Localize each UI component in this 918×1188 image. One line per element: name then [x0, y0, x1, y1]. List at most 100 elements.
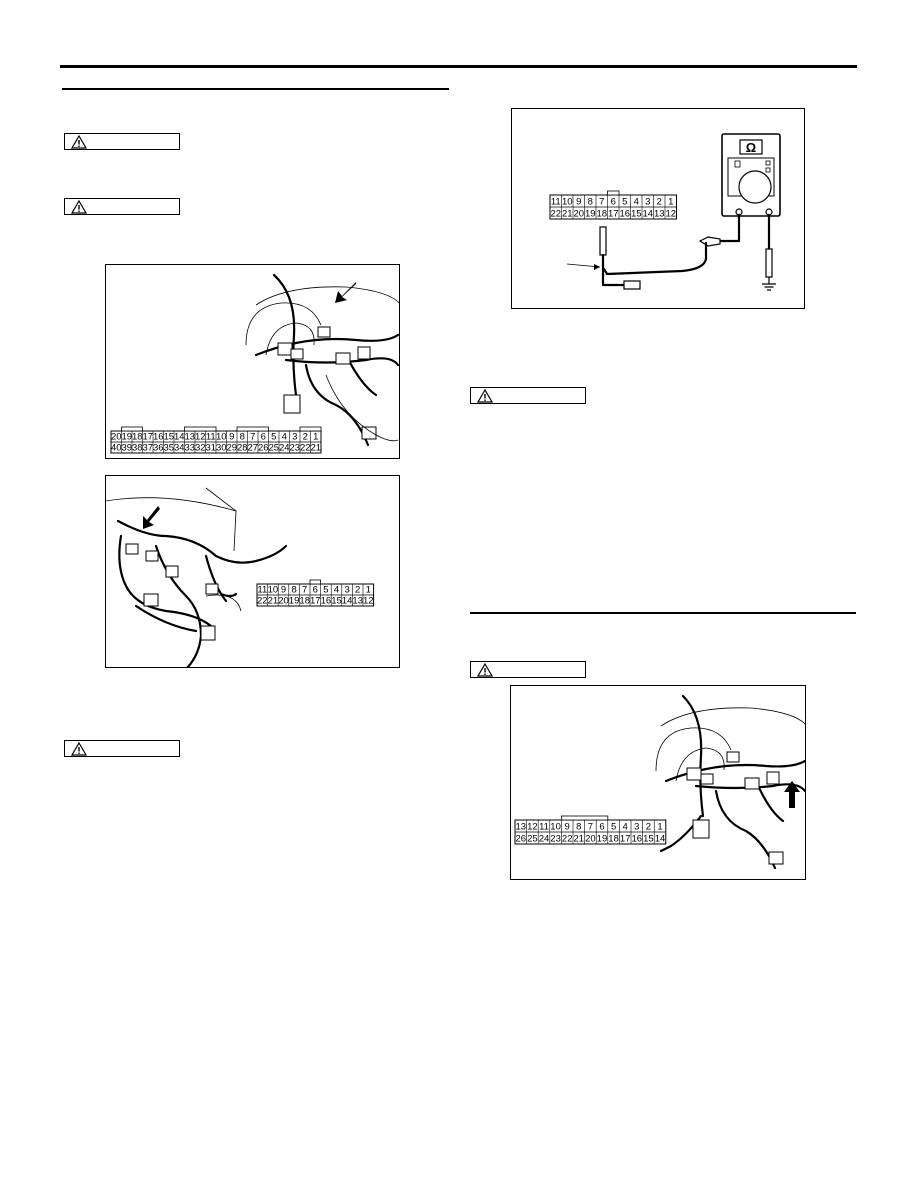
pin-number: 24: [279, 443, 290, 454]
pin-number: 10: [562, 197, 573, 208]
pin-number: 12: [665, 209, 676, 220]
connector-lock-tab: [236, 426, 269, 432]
pin-number: 1: [366, 585, 371, 596]
pin-number: 30: [216, 443, 227, 454]
pin-number: 2: [303, 432, 308, 443]
pointer-arrow-icon: [143, 506, 160, 529]
pin-number: 22: [257, 596, 268, 607]
pin-number: 2: [646, 822, 651, 833]
connector-lock-tab: [309, 579, 322, 585]
pin-number: 29: [226, 443, 237, 454]
pin-number: 21: [562, 209, 573, 220]
caution-box-5: [470, 661, 586, 678]
pin-number: 37: [142, 443, 153, 454]
pin-number: 20: [278, 596, 289, 607]
connector-lock-tab: [184, 426, 217, 432]
pin-number: 31: [205, 443, 216, 454]
pin-number: 7: [302, 585, 307, 596]
pin-number: 7: [588, 822, 593, 833]
pin-number: 17: [310, 596, 321, 607]
caution-box-1: [64, 133, 180, 150]
pin-number: 14: [342, 596, 353, 607]
pin-number: 27: [247, 443, 258, 454]
ohm-symbol: Ω: [746, 140, 756, 155]
pin-number: 15: [643, 834, 654, 845]
pin-number: 5: [611, 822, 616, 833]
pin-number: 12: [195, 432, 206, 443]
pin-number: 8: [588, 197, 593, 208]
pin-number: 28: [237, 443, 248, 454]
pin-number: 34: [174, 443, 185, 454]
pin-number: 4: [623, 822, 628, 833]
pin-number: 21: [310, 443, 321, 454]
pin-number: 19: [289, 596, 300, 607]
pin-number: 6: [313, 585, 318, 596]
pin-number: 32: [195, 443, 206, 454]
pin-number: 4: [634, 197, 639, 208]
pin-number: 23: [550, 834, 561, 845]
pin-number: 14: [642, 209, 653, 220]
pin-number: 26: [516, 834, 527, 845]
pin-number: 2: [355, 585, 360, 596]
pin-number: 6: [261, 432, 266, 443]
warning-triangle-icon: [477, 663, 493, 677]
harness-drawing-3: 1326122511241023922821720619518417316215…: [514, 694, 805, 870]
warning-triangle-icon: [71, 135, 87, 149]
pin-number: 40: [111, 443, 122, 454]
pin-number: 5: [622, 197, 627, 208]
pin-number: 19: [597, 834, 608, 845]
pin-number: 8: [576, 822, 581, 833]
caution-box-3: [64, 740, 180, 757]
warning-triangle-icon: [71, 742, 87, 756]
pin-number: 35: [163, 443, 174, 454]
pin-number: 20: [573, 209, 584, 220]
pin-number: 26: [258, 443, 269, 454]
pin-number: 1: [668, 197, 673, 208]
pin-number: 16: [321, 596, 332, 607]
pointer-arrow-icon: [335, 282, 356, 303]
pin-number: 2: [657, 197, 662, 208]
pin-number: 1: [657, 822, 662, 833]
pin-number: 13: [352, 596, 363, 607]
connector-lock-tab: [299, 426, 322, 432]
pin-number: 15: [331, 596, 342, 607]
pin-number: 14: [174, 432, 185, 443]
pin-number: 16: [632, 834, 643, 845]
pin-number: 5: [323, 585, 328, 596]
pin-number: 18: [132, 432, 143, 443]
pin-number: 18: [596, 209, 607, 220]
connector-lock-tab: [121, 426, 143, 432]
pin-number: 23: [289, 443, 300, 454]
pin-number: 9: [281, 585, 286, 596]
pin-number: 22: [550, 209, 561, 220]
connector-lock-tab: [607, 190, 620, 196]
pin-number: 17: [620, 834, 631, 845]
ground-icon: [762, 277, 776, 291]
pin-number: 12: [363, 596, 374, 607]
pin-number: 11: [539, 822, 549, 833]
pin-number: 25: [527, 834, 538, 845]
pin-number: 13: [184, 432, 195, 443]
caution-box-4: [470, 387, 586, 404]
caution-box-2: [64, 198, 180, 215]
pin-number: 18: [608, 834, 619, 845]
pin-number: 15: [163, 432, 174, 443]
pin-number: 15: [631, 209, 642, 220]
section-rule-right: [470, 612, 856, 614]
pin-number: 3: [292, 432, 297, 443]
pin-number: 25: [268, 443, 279, 454]
pin-number: 11: [206, 432, 216, 443]
pin-number: 6: [611, 197, 616, 208]
pin-number: 18: [299, 596, 310, 607]
pin-number: 6: [599, 822, 604, 833]
pin-number: 16: [153, 432, 164, 443]
pin-number: 12: [527, 822, 538, 833]
pin-number: 4: [334, 585, 339, 596]
pin-number: 11: [257, 585, 267, 596]
pin-number: 20: [111, 432, 122, 443]
